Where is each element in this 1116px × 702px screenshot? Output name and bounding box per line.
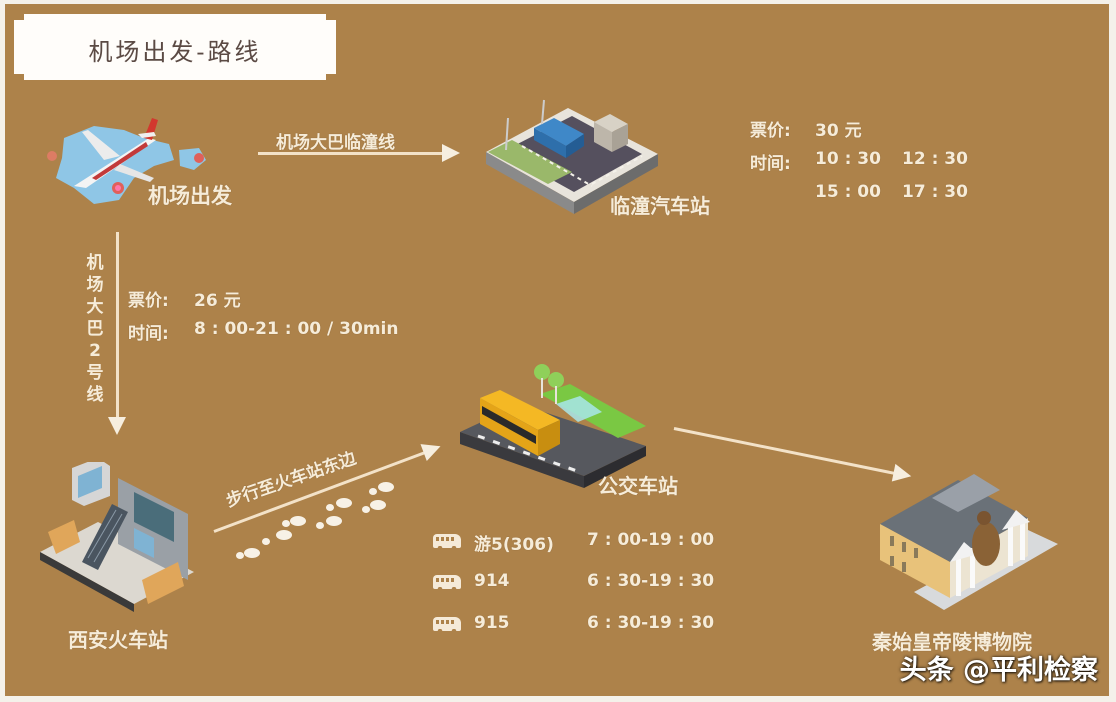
arrow-head-down-icon xyxy=(108,417,126,435)
bus-hours-3: 6 : 30-19 : 30 xyxy=(587,613,715,633)
watermark: 头条 @平利检察 xyxy=(899,655,1098,686)
lintong-time-1: 10 : 30 xyxy=(815,149,881,169)
bus-icon xyxy=(433,575,461,592)
lintong-fare-label: 票价: xyxy=(750,121,791,141)
node-lintong-label: 临潼汽车站 xyxy=(610,194,710,218)
railway-time-label: 时间: xyxy=(128,324,169,344)
bus-hours-1: 7 : 00-19 : 00 xyxy=(587,530,715,550)
bus-icon xyxy=(433,534,461,551)
title-banner: 机场出发-路线 xyxy=(14,14,336,80)
bus-route-2: 914 xyxy=(474,571,510,591)
museum-building-icon xyxy=(880,474,1058,610)
lintong-time-2: 12 : 30 xyxy=(902,149,968,169)
lintong-time-label: 时间: xyxy=(750,154,791,174)
lintong-time-4: 17 : 30 xyxy=(902,182,968,202)
arrow-airport-to-railway xyxy=(116,232,119,417)
arrow-airport-to-lintong xyxy=(258,144,460,162)
route-airport-lintong-label: 机场大巴临潼线 xyxy=(276,133,395,153)
node-museum-label: 秦始皇帝陵博物院 xyxy=(872,630,1032,654)
bus-route-3: 915 xyxy=(474,613,510,633)
node-busstop-label: 公交车站 xyxy=(598,474,678,498)
railway-fare-label: 票价: xyxy=(128,291,169,311)
lintong-fare-value: 30 元 xyxy=(815,121,862,141)
route-airport-railway-label: 机场大巴2号线 xyxy=(86,253,104,405)
node-railway-label: 西安火车站 xyxy=(68,628,168,652)
lintong-time-3: 15 : 00 xyxy=(815,182,881,202)
bus-route-1: 游5(306) xyxy=(474,535,554,555)
railway-station-icon xyxy=(40,462,194,612)
bus-hours-2: 6 : 30-19 : 30 xyxy=(587,571,715,591)
bus-icon xyxy=(433,617,461,634)
railway-fare-value: 26 元 xyxy=(194,291,241,311)
airplane-map-icon xyxy=(47,118,206,204)
node-airport-label: 机场出发 xyxy=(148,184,232,208)
bus-station-icon xyxy=(486,99,658,214)
page-title: 机场出发-路线 xyxy=(88,38,262,66)
bus-stop-icon xyxy=(460,364,646,488)
railway-time-value: 8 : 00-21 : 00 / 30min xyxy=(194,319,399,339)
